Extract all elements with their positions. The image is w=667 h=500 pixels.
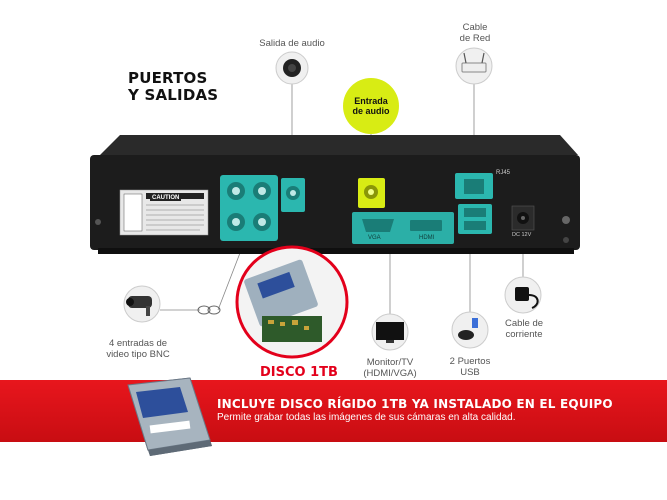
audio-in-port <box>358 178 385 208</box>
label-power: Cable de corriente <box>504 318 544 340</box>
hdmi-label: HDMI <box>419 235 435 241</box>
video-outputs <box>352 212 454 244</box>
usb-device-icon <box>451 311 489 349</box>
label-monitor: Monitor/TV (HDMI/VGA) <box>363 357 417 379</box>
bnc-inputs <box>220 175 278 241</box>
dc-power-port <box>511 205 535 231</box>
banner-title: INCLUYE DISCO RÍGIDO 1TB YA INSTALADO EN… <box>217 397 613 411</box>
bnc-cable-icon <box>197 305 221 315</box>
promo-banner <box>0 380 667 442</box>
screw-left <box>95 219 101 225</box>
router-icon <box>455 47 493 85</box>
usb-ports <box>458 204 492 234</box>
caution-label: CAUTION <box>150 195 182 201</box>
internal-disk-image <box>235 245 349 359</box>
speaker-icon <box>275 51 309 85</box>
rj45-label: RJ45 <box>496 170 511 176</box>
label-network: Cable de Red <box>459 22 491 44</box>
label-audio-out: Salida de audio <box>259 38 325 49</box>
audio-out-port <box>281 178 305 212</box>
security-camera-icon <box>123 285 161 323</box>
ground-screw <box>563 237 569 243</box>
hdmi-port <box>410 220 442 231</box>
label-usb: 2 Puertos USB <box>449 356 491 378</box>
label-bnc: 4 entradas de video tipo BNC <box>106 338 170 360</box>
banner-subtitle: Permite grabar todas las imágenes de sus… <box>217 412 516 423</box>
vga-label: VGA <box>368 235 381 241</box>
dc-label: DC 12V <box>512 232 532 238</box>
screw-right <box>562 216 570 224</box>
power-adapter-icon <box>504 276 542 314</box>
monitor-icon <box>371 313 409 351</box>
disk-label: DISCO 1TB <box>260 365 338 380</box>
page-title: PUERTOS Y SALIDAS <box>128 69 219 104</box>
vga-port <box>362 219 394 232</box>
rj45-port <box>455 173 493 199</box>
